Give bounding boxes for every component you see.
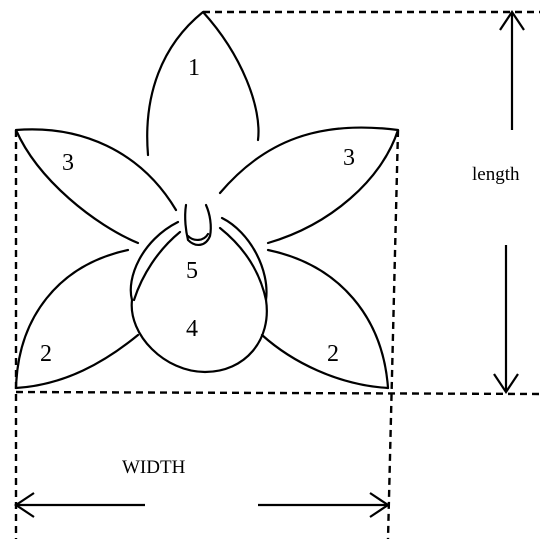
measurement-frame (16, 12, 540, 539)
left-lateral-sepal-inner (16, 335, 138, 388)
bottom-reference-line (16, 392, 540, 394)
label-lateral-sepal-left: 2 (40, 341, 52, 367)
left-petal (16, 129, 176, 243)
label-lip: 4 (186, 316, 198, 342)
dorsal-sepal (147, 12, 258, 155)
right-lateral-sepal (268, 250, 388, 388)
label-column: 5 (186, 258, 198, 284)
column-tip (188, 234, 208, 240)
lip-inner-left (134, 232, 180, 300)
width-arrow (16, 493, 388, 517)
orchid-flower (16, 12, 398, 388)
length-label: length (472, 164, 520, 185)
label-petal-right: 3 (343, 145, 355, 171)
label-petal-left: 3 (62, 150, 74, 176)
right-petal (220, 128, 398, 243)
label-dorsal-sepal: 1 (188, 55, 200, 81)
lip (131, 218, 267, 372)
label-lateral-sepal-right: 2 (327, 341, 339, 367)
width-label: WIDTH (122, 457, 186, 478)
left-lateral-sepal (16, 250, 128, 388)
right-reference-line (388, 130, 398, 539)
lip-inner-right (220, 228, 266, 300)
right-lateral-sepal-inner (262, 335, 388, 388)
length-arrow (494, 12, 524, 392)
